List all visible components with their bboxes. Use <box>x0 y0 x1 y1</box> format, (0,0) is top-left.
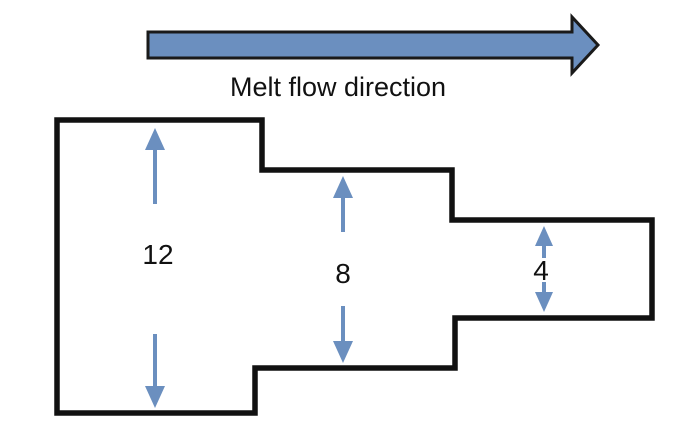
flow-direction-label: Melt flow direction <box>230 72 446 102</box>
dimension-arrow-4-top <box>535 226 553 258</box>
dimension-arrow-12-top <box>145 128 165 204</box>
thickness-label-12: 12 <box>142 239 173 270</box>
thickness-label-8: 8 <box>335 258 351 289</box>
flow-direction-arrow <box>146 13 601 77</box>
thickness-label-4: 4 <box>533 255 549 286</box>
dimension-arrow-4-bottom <box>535 282 553 312</box>
dimension-arrow-12-bottom <box>145 334 165 408</box>
dimension-arrow-8-bottom <box>333 306 353 363</box>
dimension-arrow-8-top <box>333 176 353 232</box>
cavity-outline <box>54 117 655 416</box>
